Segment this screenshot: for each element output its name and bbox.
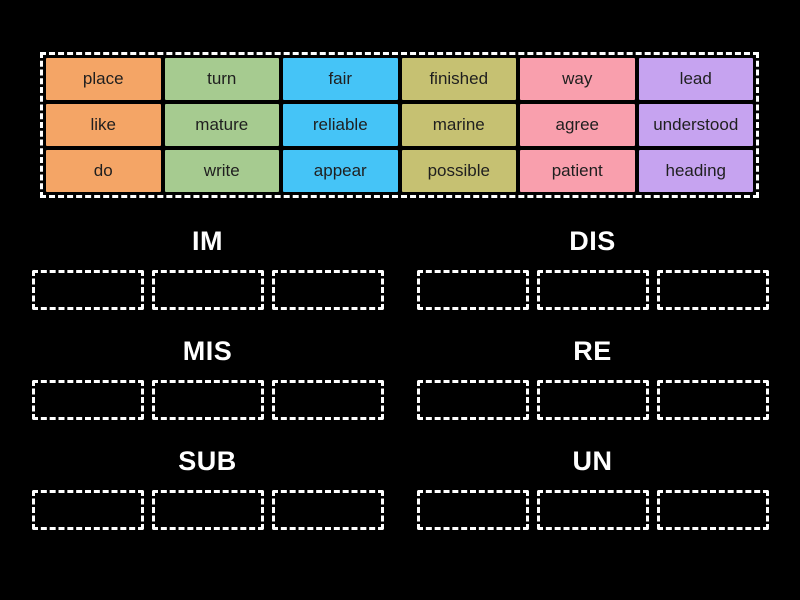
group-sub: SUB: [30, 446, 385, 530]
drop-slot[interactable]: [271, 380, 384, 420]
group-re-label: RE: [573, 336, 612, 366]
tile-do[interactable]: do: [46, 150, 161, 192]
group-mis: MIS: [30, 336, 385, 420]
tile-reliable[interactable]: reliable: [283, 104, 398, 146]
drop-slot[interactable]: [536, 380, 649, 420]
drop-slot[interactable]: [536, 490, 649, 530]
tile-fair[interactable]: fair: [283, 58, 398, 100]
group-un: UN: [415, 446, 770, 530]
group-sub-label: SUB: [178, 446, 237, 476]
group-re-slots: [416, 380, 769, 420]
drop-slot[interactable]: [31, 270, 144, 310]
drop-slot[interactable]: [31, 490, 144, 530]
drop-slot[interactable]: [151, 380, 264, 420]
tile-finished[interactable]: finished: [401, 58, 516, 100]
drop-slot[interactable]: [31, 380, 144, 420]
group-im-slots: [31, 270, 384, 310]
tile-heading[interactable]: heading: [638, 150, 753, 192]
group-un-slots: [416, 490, 769, 530]
tile-lead[interactable]: lead: [638, 58, 753, 100]
drop-slot[interactable]: [656, 270, 769, 310]
group-im: IM: [30, 226, 385, 310]
drop-slot[interactable]: [416, 490, 529, 530]
group-un-label: UN: [572, 446, 613, 476]
drop-slot[interactable]: [656, 380, 769, 420]
tile-understood[interactable]: understood: [638, 104, 753, 146]
tile-write[interactable]: write: [164, 150, 279, 192]
tile-way[interactable]: way: [520, 58, 635, 100]
drop-slot[interactable]: [416, 270, 529, 310]
group-re: RE: [415, 336, 770, 420]
tile-marine[interactable]: marine: [401, 104, 516, 146]
tile-place[interactable]: place: [46, 58, 161, 100]
tile-appear[interactable]: appear: [283, 150, 398, 192]
group-im-label: IM: [192, 226, 223, 256]
group-dis-slots: [416, 270, 769, 310]
word-pool: place turn fair finished way lead like m…: [40, 52, 759, 198]
group-dis-label: DIS: [569, 226, 616, 256]
drop-slot[interactable]: [151, 490, 264, 530]
group-dis: DIS: [415, 226, 770, 310]
tile-agree[interactable]: agree: [520, 104, 635, 146]
tile-turn[interactable]: turn: [164, 58, 279, 100]
group-mis-slots: [31, 380, 384, 420]
drop-slot[interactable]: [271, 490, 384, 530]
drop-slot[interactable]: [416, 380, 529, 420]
group-mis-label: MIS: [182, 336, 233, 366]
drop-slot[interactable]: [656, 490, 769, 530]
drop-slot[interactable]: [271, 270, 384, 310]
tile-patient[interactable]: patient: [520, 150, 635, 192]
drop-slot[interactable]: [536, 270, 649, 310]
tile-mature[interactable]: mature: [164, 104, 279, 146]
group-sub-slots: [31, 490, 384, 530]
tile-possible[interactable]: possible: [401, 150, 516, 192]
tile-like[interactable]: like: [46, 104, 161, 146]
groups-area: IM DIS MIS RE: [30, 226, 770, 530]
drop-slot[interactable]: [151, 270, 264, 310]
